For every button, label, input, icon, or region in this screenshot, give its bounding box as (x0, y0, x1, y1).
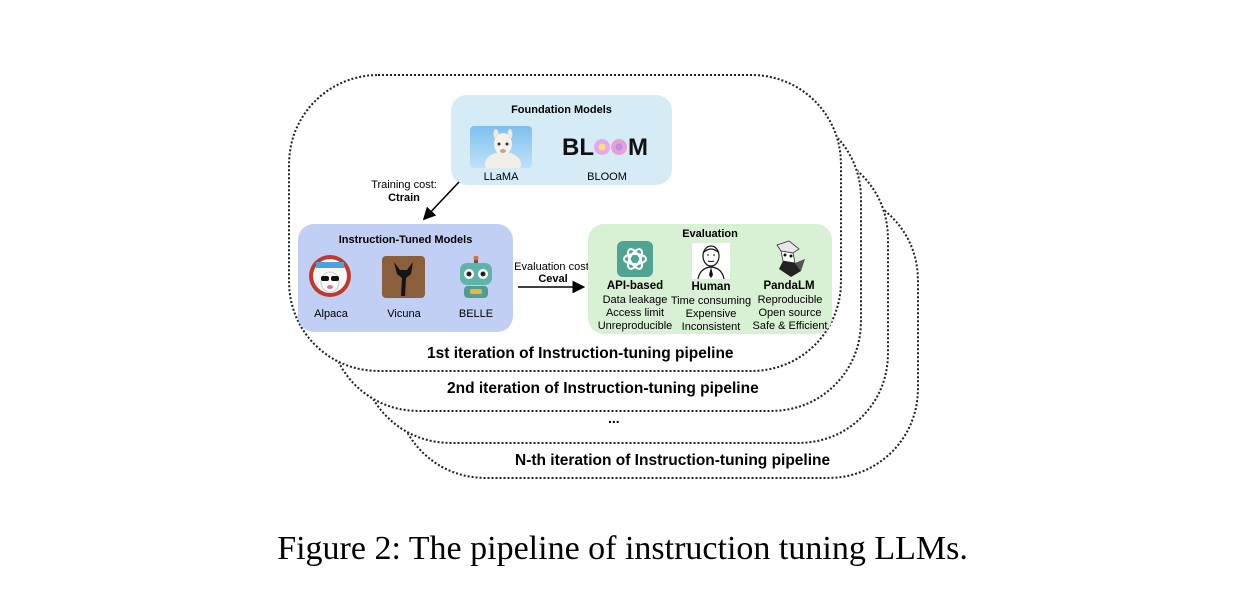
alpaca-icon (308, 254, 352, 298)
iteration-label-n: N-th iteration of Instruction-tuning pip… (515, 452, 831, 469)
human-label: Human (691, 281, 731, 293)
human-icon (692, 243, 730, 280)
iteration-ellipsis: ... (608, 410, 620, 426)
instruction-tuned-models-box: Instruction-Tuned Models Alpaca Vicuna (298, 224, 513, 332)
human-point-1: Time consuming (670, 295, 752, 307)
training-arrow (422, 181, 460, 221)
api-based-label: API-based (606, 280, 664, 292)
training-cost-label: Training cost: (371, 179, 437, 191)
llama-label: LLaMA (483, 171, 519, 183)
evaluation-box: Evaluation (588, 224, 832, 334)
evaluation-arrow (518, 280, 586, 294)
bloom-label: BLOOM (587, 171, 627, 183)
alpaca-label: Alpaca (314, 308, 348, 320)
evaluation-title: Evaluation (682, 228, 738, 240)
vicuna-icon (382, 256, 425, 298)
figure-caption: Figure 2: The pipeline of instruction tu… (277, 530, 968, 567)
svg-text:M: M (628, 134, 648, 161)
evaluation-cost-label: Evaluation cost: (514, 261, 592, 273)
pandalm-label: PandaLM (763, 280, 815, 292)
human-point-3: Inconsistent (681, 321, 741, 333)
api-point-3: Unreproducible (597, 320, 673, 332)
pandalm-point-1: Reproducible (757, 294, 823, 306)
llama-image (470, 126, 532, 168)
belle-robot-icon (454, 255, 498, 300)
iteration-label-2: 2nd iteration of Instruction-tuning pipe… (447, 380, 759, 397)
human-point-2: Expensive (685, 308, 737, 320)
foundation-models-title: Foundation Models (511, 104, 612, 116)
instruction-tuned-title: Instruction-Tuned Models (338, 234, 473, 246)
bloom-logo: BL M (562, 132, 648, 162)
openai-icon (617, 241, 653, 277)
pandalm-point-2: Open source (758, 307, 822, 319)
pandalm-point-3: Safe & Efficient (752, 320, 828, 332)
svg-text:BL: BL (562, 134, 594, 161)
vicuna-label: Vicuna (387, 308, 421, 320)
pandalm-icon (771, 239, 807, 279)
evaluation-cost-value: Ceval (538, 273, 568, 285)
training-cost-value: Ctrain (388, 192, 420, 204)
api-point-1: Data leakage (602, 294, 668, 306)
api-point-2: Access limit (605, 307, 665, 319)
belle-label: BELLE (458, 308, 494, 320)
foundation-models-box: Foundation Models LLaMA BL M BLOOM (451, 95, 672, 185)
iteration-label-1: 1st iteration of Instruction-tuning pipe… (427, 345, 734, 362)
